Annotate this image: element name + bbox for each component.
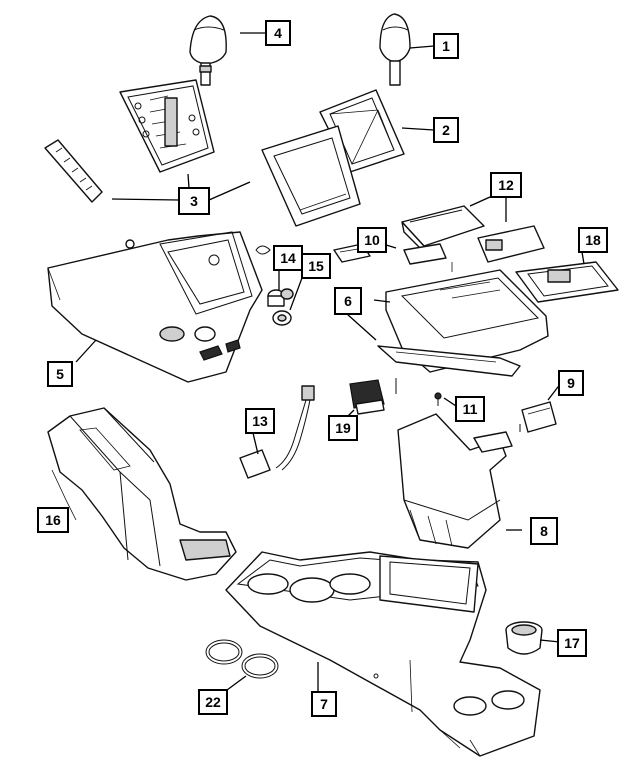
callout-13: 13 <box>245 408 275 434</box>
part-19-switch <box>349 379 385 415</box>
svg-text:10: 10 <box>364 232 380 248</box>
svg-text:12: 12 <box>498 177 514 193</box>
part-3-shift-bezel-right <box>261 125 361 227</box>
part-22-o-rings <box>205 639 279 679</box>
part-17-cap <box>505 621 543 655</box>
leader-lines <box>47 32 585 704</box>
svg-text:6: 6 <box>344 293 352 309</box>
callout-9: 9 <box>558 370 584 396</box>
part-9-clip <box>519 401 557 433</box>
callout-11: 11 <box>455 396 485 422</box>
part-1-shift-knob <box>379 13 411 86</box>
part-12-armrest-lid <box>401 205 545 263</box>
callout-5: 5 <box>47 361 73 387</box>
svg-text:3: 3 <box>190 193 198 209</box>
callout-7: 7 <box>311 691 337 717</box>
svg-text:18: 18 <box>585 232 601 248</box>
svg-text:2: 2 <box>442 122 450 138</box>
part-7-floor-console <box>225 551 541 757</box>
svg-text:11: 11 <box>463 401 478 417</box>
part-5-console-bezel <box>47 231 263 383</box>
svg-text:15: 15 <box>308 258 324 274</box>
callout-10: 10 <box>357 227 387 253</box>
part-15-power-outlet <box>272 310 292 326</box>
callout-8: 8 <box>530 517 558 545</box>
callout-6: 6 <box>334 287 362 315</box>
callout-1: 1 <box>433 33 459 59</box>
svg-text:14: 14 <box>280 250 296 266</box>
callout-12: 12 <box>490 172 522 198</box>
callout-22: 22 <box>198 689 228 715</box>
part-3-shift-bezel-left <box>119 79 215 173</box>
svg-text:7: 7 <box>320 696 328 712</box>
svg-text:9: 9 <box>567 375 575 391</box>
svg-text:4: 4 <box>274 25 282 41</box>
part-6-armrest-base <box>377 269 549 394</box>
part-3-indicator-strip <box>44 139 103 203</box>
part-10-bracket <box>333 243 453 272</box>
part-14-power-outlet <box>255 245 294 307</box>
callout-18: 18 <box>578 227 608 253</box>
callout-3: 3 <box>178 187 210 215</box>
callout-15: 15 <box>301 253 331 279</box>
svg-text:17: 17 <box>564 635 580 651</box>
callout-2: 2 <box>433 117 459 143</box>
callout-17: 17 <box>557 629 587 657</box>
callout-14: 14 <box>273 245 303 271</box>
svg-text:1: 1 <box>442 38 450 54</box>
part-11-screw <box>434 392 442 406</box>
part-18-storage-tray <box>515 261 619 303</box>
svg-text:5: 5 <box>56 366 64 382</box>
part-16-console-bracket <box>47 407 237 581</box>
part-4-shift-knob <box>189 15 227 86</box>
callout-16: 16 <box>37 507 69 533</box>
callout-4: 4 <box>265 20 291 46</box>
svg-text:13: 13 <box>252 413 268 429</box>
svg-text:19: 19 <box>335 420 351 436</box>
callout-19: 19 <box>328 415 358 441</box>
part-8-storage-bin <box>397 413 513 549</box>
svg-text:22: 22 <box>205 694 221 710</box>
svg-text:16: 16 <box>45 512 61 528</box>
part-13-wire-harness <box>239 385 315 479</box>
svg-text:8: 8 <box>540 523 548 539</box>
